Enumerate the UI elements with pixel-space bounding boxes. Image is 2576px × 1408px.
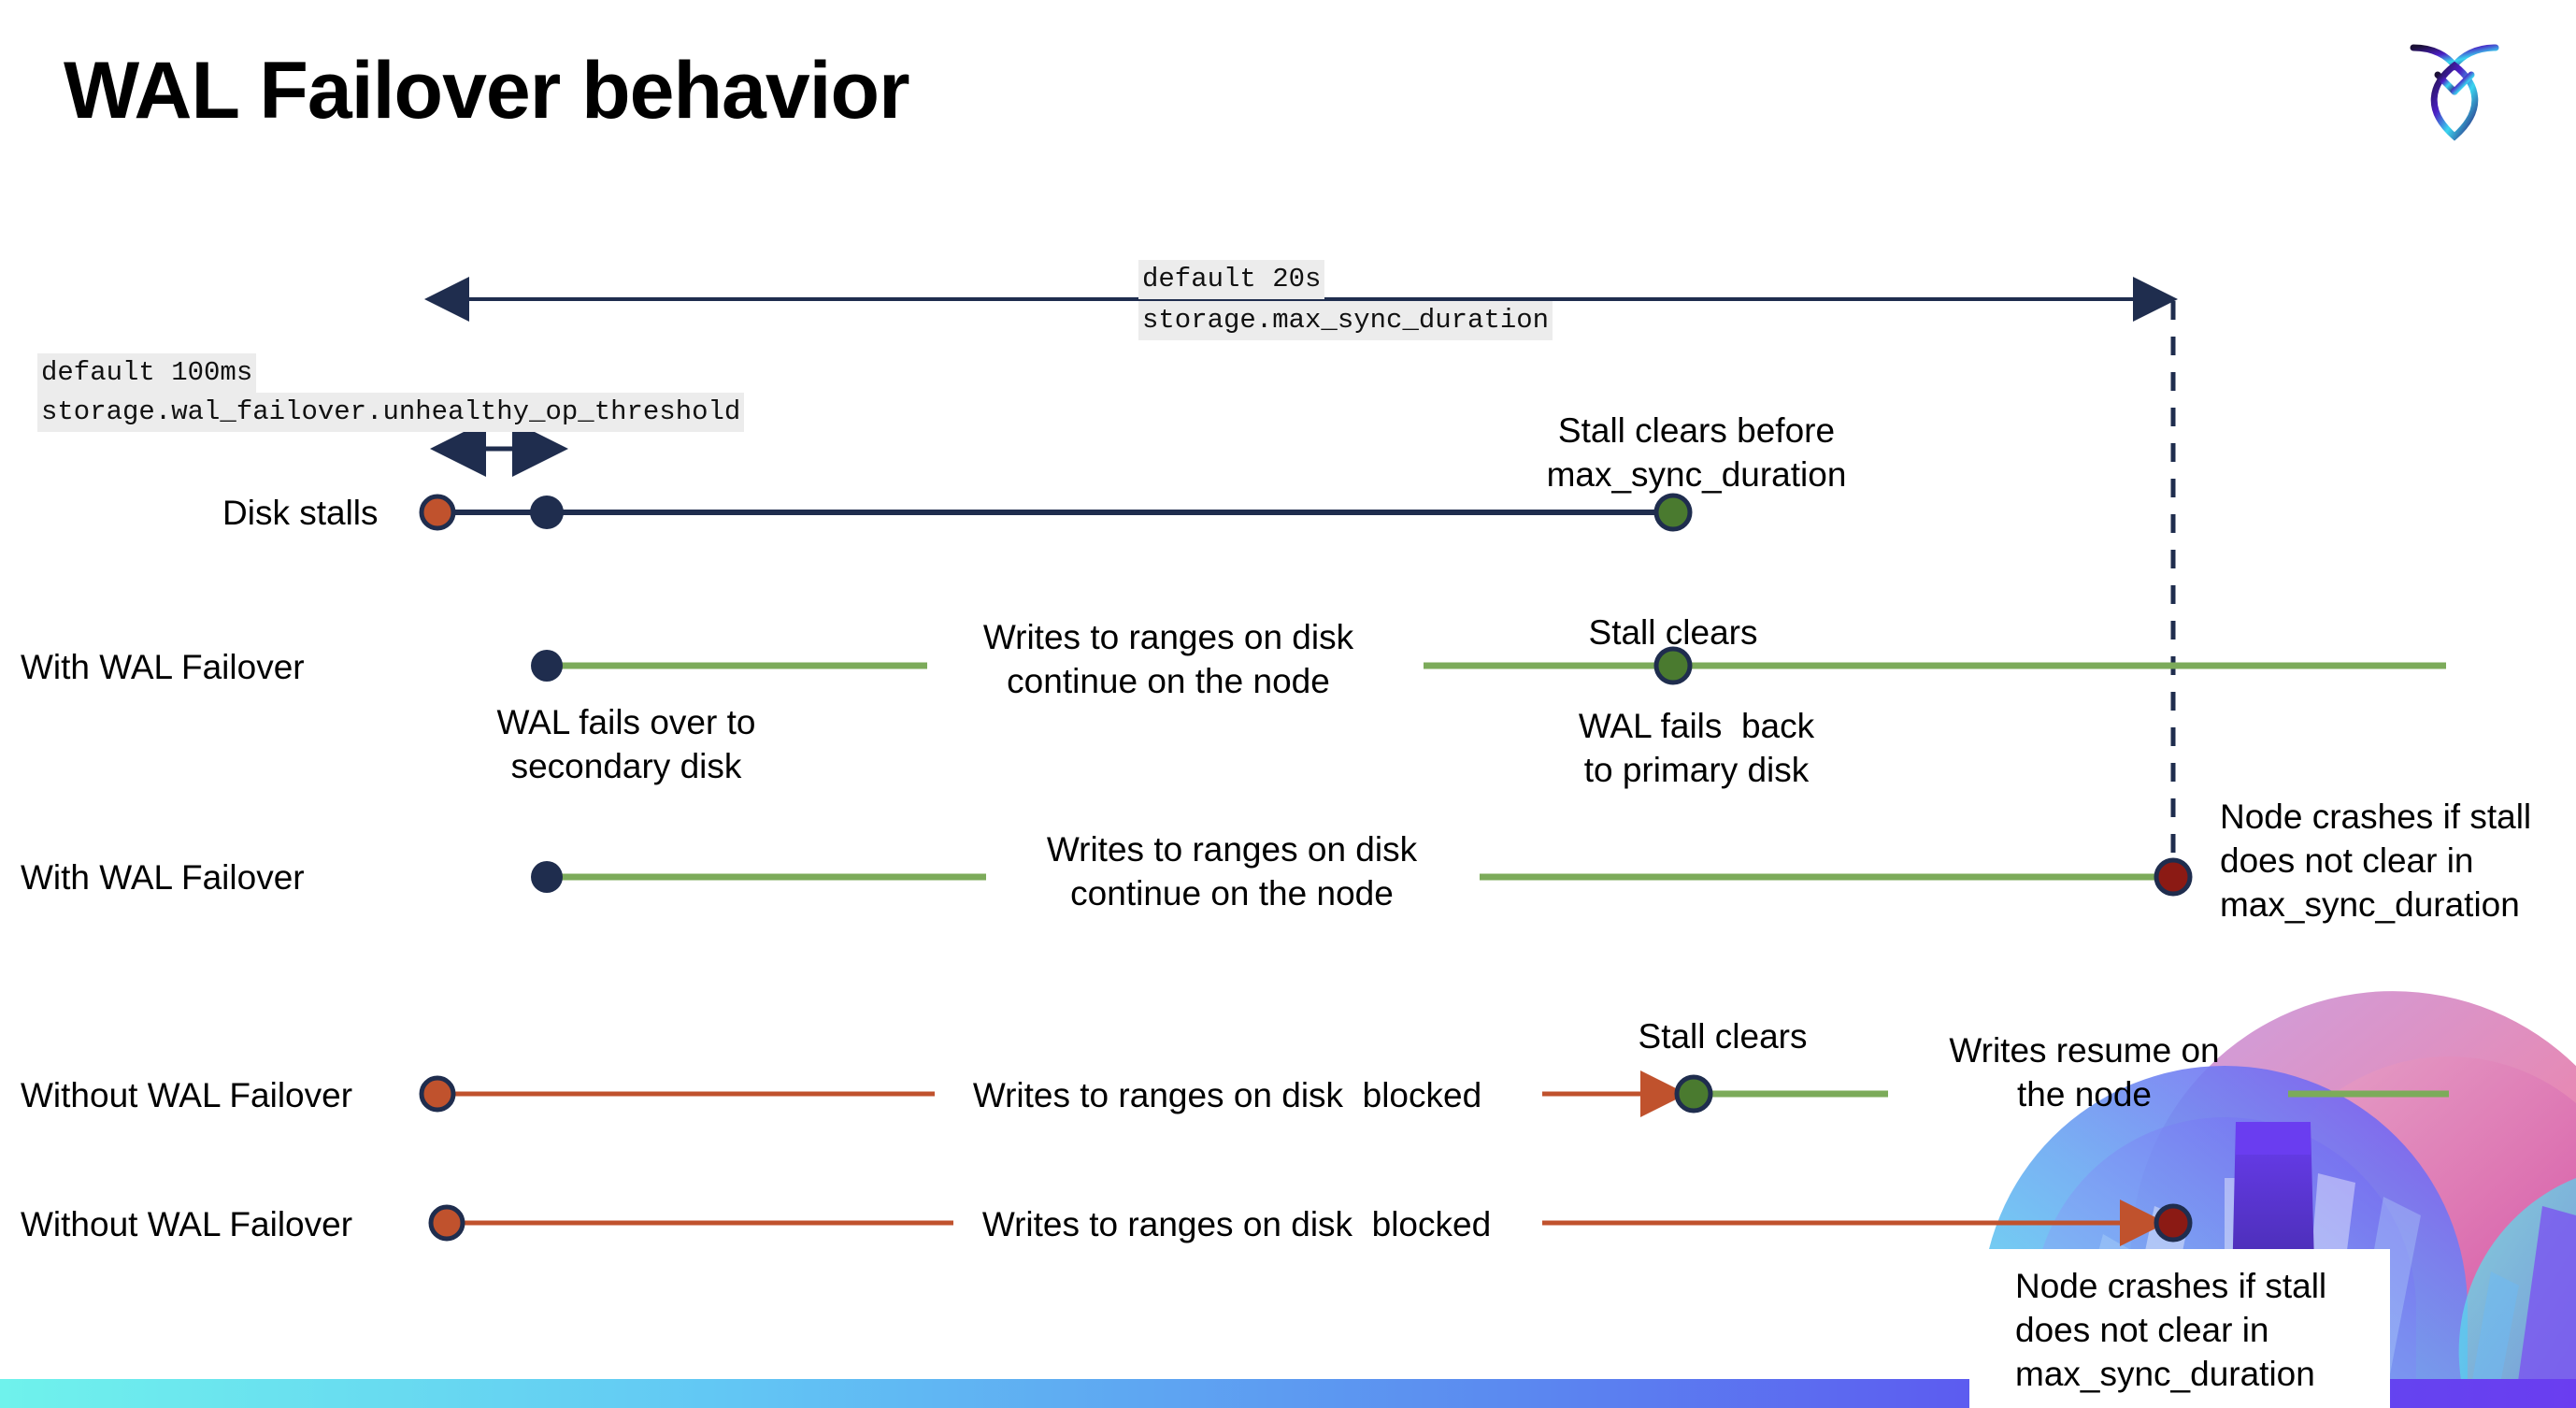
callout-writes-blocked-1: Writes to ranges on disk blocked <box>972 1076 1482 1114</box>
lane-label-with-wal-failover-2: With WAL Failover <box>21 858 305 897</box>
max-sync-default-chip: default 20s <box>1138 260 1325 299</box>
no-failover-lane1-start-dot <box>419 1075 456 1113</box>
no-failover-lane1-clears-dot <box>1674 1074 1713 1113</box>
no-failover-lane2-start-dot <box>428 1204 465 1242</box>
lane-label-without-wal-failover-2: Without WAL Failover <box>21 1205 353 1243</box>
wal-failover-lane2-start-dot <box>531 861 563 893</box>
callout-wal-fails-back: WAL fails back to primary disk <box>1578 707 1815 789</box>
max-sync-setting-chip: storage.max_sync_duration <box>1138 301 1553 340</box>
callout-writes-resume: Writes resume on the node <box>1949 1031 2220 1113</box>
callout-node-crashes-1: Node crashes if stall does not clear in … <box>2220 797 2532 924</box>
unhealthy-setting-chip: storage.wal_failover.unhealthy_op_thresh… <box>37 393 745 432</box>
lane-label-without-wal-failover-1: Without WAL Failover <box>21 1076 353 1114</box>
wal-failover-lane1-start-dot <box>531 650 563 682</box>
lane-label-disk-stalls: Disk stalls <box>222 494 379 532</box>
callout-stall-clears-a: Stall clears <box>1588 613 1758 652</box>
cockroachdb-logo-icon <box>2389 22 2520 153</box>
callout-mask <box>1944 898 2094 1000</box>
callout-writes-continue-1: Writes to ranges on disk continue on the… <box>982 618 1354 700</box>
wal-failover-lane1-clears-dot <box>1653 646 1693 685</box>
disk-stall-clears-dot <box>1653 493 1693 532</box>
callout-writes-blocked-2: Writes to ranges on disk blocked <box>981 1205 1492 1243</box>
page-title: WAL Failover behavior <box>64 46 910 136</box>
callout-writes-continue-2: Writes to ranges on disk continue on the… <box>1046 830 1418 912</box>
callout-stall-clears-b: Stall clears <box>1638 1017 1808 1056</box>
failover-trigger-dot <box>530 496 564 529</box>
lane-label-with-wal-failover-1: With WAL Failover <box>21 648 305 686</box>
unhealthy-default-chip: default 100ms <box>37 353 257 393</box>
callout-stall-clears-before: Stall clears before max_sync_duration <box>1546 411 1847 494</box>
no-failover-lane2-crash-dot <box>2154 1203 2193 1243</box>
callout-wal-fails-over: WAL fails over to secondary disk <box>496 703 756 785</box>
disk-stall-start-dot <box>419 494 456 531</box>
wal-failover-lane2-crash-dot <box>2154 857 2193 897</box>
node-crash-callout-box <box>1969 1249 2390 1408</box>
callout-node-crashes-2: Node crashes if stall does not clear in … <box>2015 1267 2327 1393</box>
